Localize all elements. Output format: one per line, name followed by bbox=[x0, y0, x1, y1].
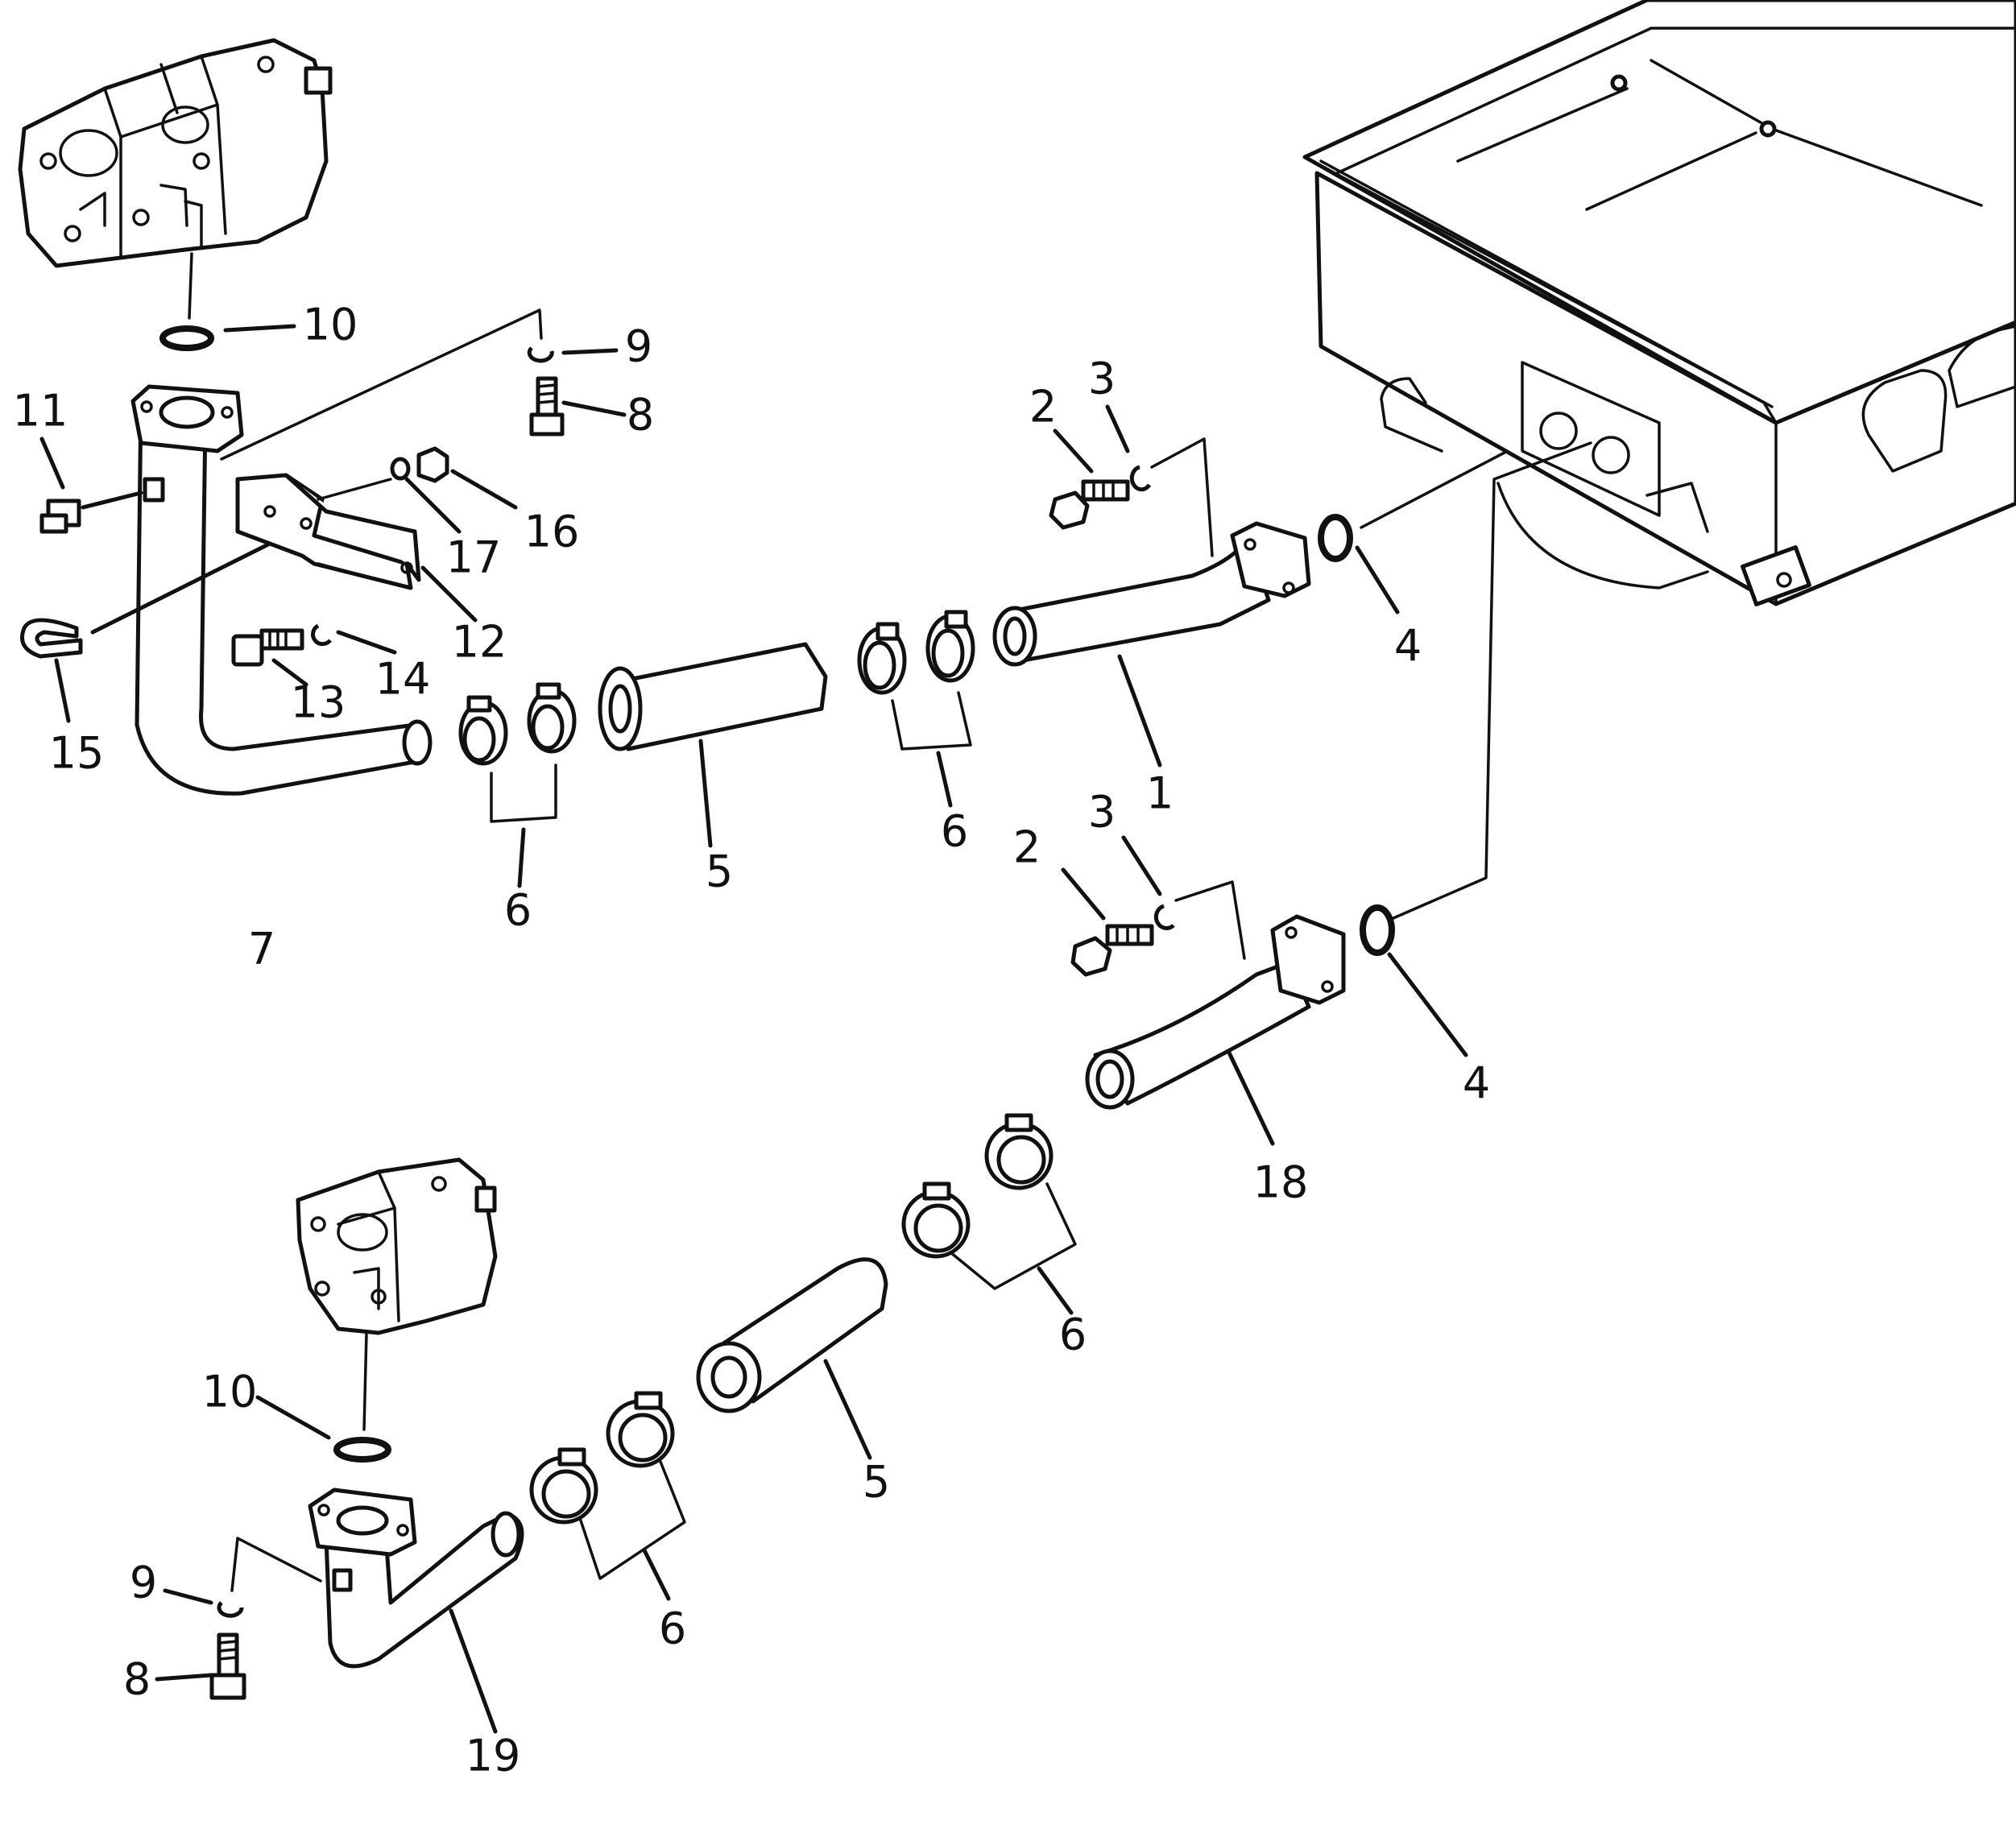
callout-15: 15 bbox=[49, 728, 105, 779]
washer-17 bbox=[390, 457, 411, 481]
hose-clamp-6-c2 bbox=[984, 1113, 1054, 1190]
callout-10-lower: 10 bbox=[202, 1367, 258, 1417]
callout-16: 16 bbox=[524, 507, 580, 557]
washer-9-upper bbox=[527, 346, 554, 363]
hose-clamp-6-d1 bbox=[529, 1447, 598, 1525]
callout-4-lower: 4 bbox=[1463, 1058, 1490, 1109]
bolt-8-upper bbox=[529, 376, 565, 437]
bolt-13 bbox=[231, 628, 304, 667]
callout-6-c: 6 bbox=[1059, 1310, 1087, 1360]
callout-18: 18 bbox=[1253, 1157, 1309, 1208]
callout-3-lower: 3 bbox=[1088, 787, 1116, 838]
callout-5-upper: 5 bbox=[706, 846, 733, 897]
o-ring-10-lower bbox=[333, 1437, 391, 1463]
callout-8-upper: 8 bbox=[627, 390, 654, 441]
callout-4-upper: 4 bbox=[1394, 621, 1422, 672]
callout-10-upper: 10 bbox=[303, 300, 358, 350]
tube-1 bbox=[992, 521, 1311, 667]
lower-hydraulic-pump bbox=[296, 1157, 498, 1335]
bolt-8-lower bbox=[209, 1632, 246, 1700]
callout-5-lower: 5 bbox=[863, 1457, 890, 1508]
callout-7: 7 bbox=[248, 924, 275, 974]
o-ring-4-upper bbox=[1318, 514, 1353, 562]
callout-6-d: 6 bbox=[659, 1603, 686, 1654]
u-bolt-15 bbox=[20, 618, 83, 659]
washer-14 bbox=[311, 623, 332, 647]
o-ring-10-upper bbox=[159, 325, 214, 351]
callout-3-upper: 3 bbox=[1088, 354, 1116, 404]
callout-8-lower: 8 bbox=[123, 1654, 151, 1705]
plug-11 bbox=[39, 499, 81, 534]
hydraulic-tank bbox=[1302, 0, 2016, 606]
hose-clamp-6-a1 bbox=[458, 695, 508, 766]
bolt-2-upper bbox=[1049, 479, 1130, 530]
callout-19: 19 bbox=[466, 1731, 521, 1781]
washer-9-lower bbox=[217, 1601, 244, 1618]
upper-hydraulic-pump bbox=[18, 38, 333, 268]
callout-9-lower: 9 bbox=[130, 1558, 157, 1608]
bolt-2-lower bbox=[1070, 924, 1154, 977]
callout-13: 13 bbox=[291, 677, 346, 728]
pipe-19 bbox=[308, 1488, 524, 1669]
hose-clamp-6-a2 bbox=[527, 682, 577, 754]
assembly-line-8-9 bbox=[220, 308, 543, 461]
pipe-7 bbox=[130, 384, 433, 796]
callout-6-b: 6 bbox=[941, 806, 968, 857]
callout-12: 12 bbox=[452, 617, 507, 668]
callout-9-upper: 9 bbox=[625, 321, 652, 372]
callout-11: 11 bbox=[13, 386, 68, 437]
callout-14: 14 bbox=[375, 654, 431, 705]
callout-2-upper: 2 bbox=[1029, 382, 1057, 432]
hose-clamp-6-b1 bbox=[857, 622, 907, 695]
o-ring-4-lower bbox=[1360, 904, 1395, 956]
callout-6-a: 6 bbox=[504, 885, 532, 936]
hose-clamp-6-b2 bbox=[925, 610, 975, 683]
washer-3-lower bbox=[1153, 904, 1175, 930]
callout-1: 1 bbox=[1146, 768, 1174, 819]
hose-5-upper bbox=[598, 642, 828, 751]
callout-17: 17 bbox=[446, 532, 502, 583]
nut-16 bbox=[416, 446, 449, 483]
washer-3-upper bbox=[1129, 465, 1152, 492]
bracket-12 bbox=[235, 473, 421, 590]
tube-18 bbox=[1085, 914, 1346, 1110]
hose-clamp-6-c1 bbox=[901, 1181, 971, 1259]
callout-2-lower: 2 bbox=[1013, 822, 1041, 873]
callout-labels: 1 2 3 2 3 4 4 5 5 6 6 6 6 7 8 8 9 9 10 1… bbox=[13, 300, 1491, 1781]
hose-clamp-6-d2 bbox=[606, 1391, 675, 1468]
hose-5-lower bbox=[696, 1257, 888, 1413]
leader-pump-to-oring bbox=[188, 252, 193, 320]
